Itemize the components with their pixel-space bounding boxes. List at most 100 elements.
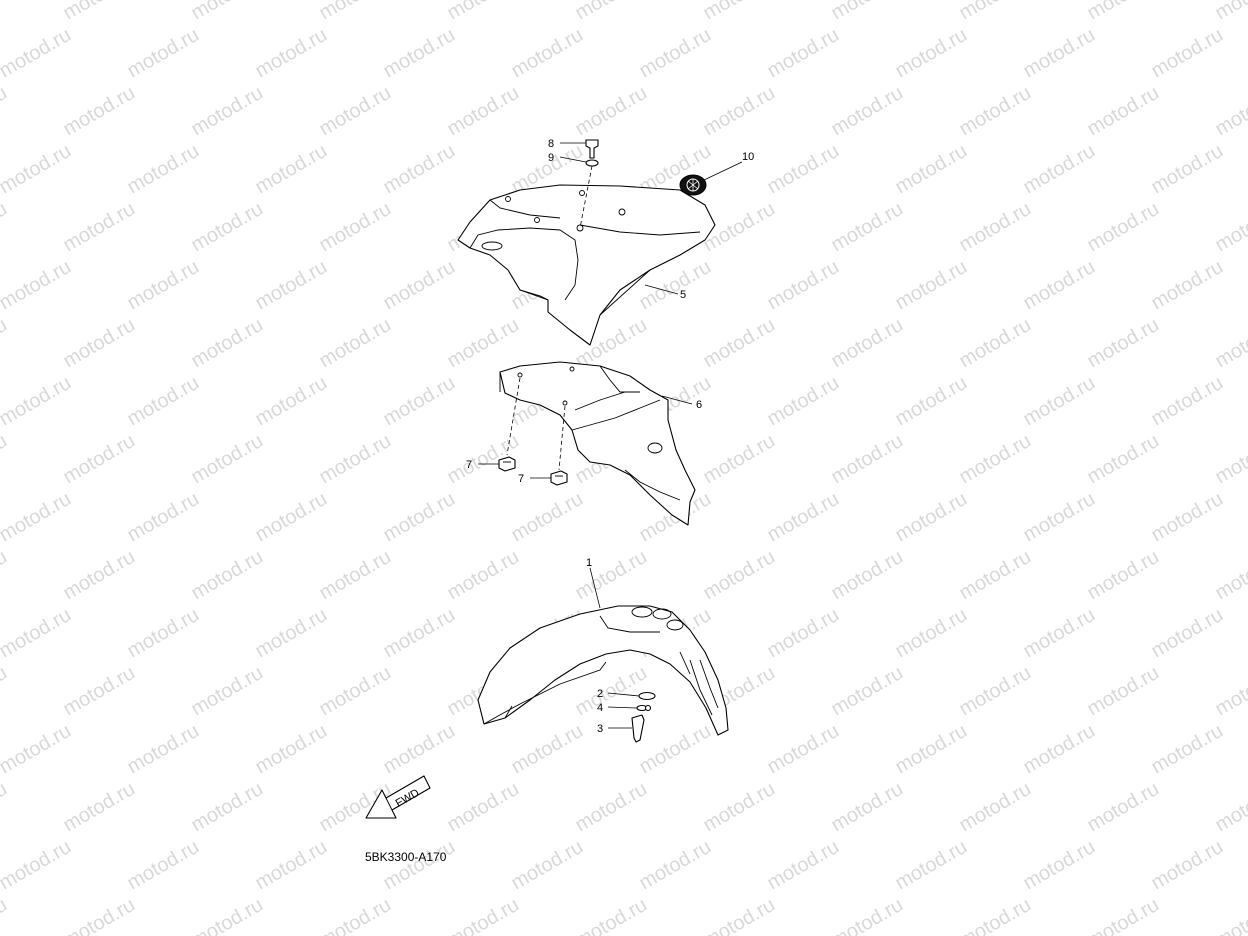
watermark-text: motod.ru [0,488,75,547]
watermark-text: motod.ru [828,546,907,605]
watermark-text: motod.ru [892,372,971,431]
watermark-text: motod.ru [956,662,1035,721]
watermark-text: motod.ru [1020,836,1099,895]
watermark-text: motod.ru [124,256,203,315]
emblem-10 [679,174,707,196]
watermark-text: motod.ru [1084,430,1163,489]
callout-8: 8 [548,138,554,150]
watermark-text: motod.ru [1084,82,1163,141]
watermark-text: motod.ru [1212,0,1248,24]
watermark-text: motod.ru [764,720,843,779]
watermark-text: motod.ru [636,836,715,895]
watermark-text: motod.ru [0,140,75,199]
callout-7b: 7 [518,473,524,485]
fwd-label: FWD [394,787,422,810]
watermark-text: motod.ru [444,314,523,373]
washer-9 [585,159,599,167]
watermark-text: motod.ru [828,894,907,936]
watermark-text: motod.ru [316,430,395,489]
leader-9 [559,156,587,163]
watermark-text: motod.ru [0,778,11,837]
nut-7b [550,470,568,486]
watermark-text: motod.ru [1020,604,1099,663]
watermark-text: motod.ru [60,894,139,936]
watermark-text: motod.ru [316,546,395,605]
watermark-text: motod.ru [892,604,971,663]
watermark-text: motod.ru [0,256,75,315]
callout-9: 9 [548,152,554,164]
callout-3: 3 [597,723,603,735]
watermark-text: motod.ru [764,256,843,315]
watermark-text: motod.ru [380,488,459,547]
watermark-text: motod.ru [316,82,395,141]
watermark-text: motod.ru [316,198,395,257]
fastener-axis-6a [506,377,521,456]
watermark-text: motod.ru [1084,546,1163,605]
watermark-text: motod.ru [60,546,139,605]
watermark-text: motod.ru [1212,894,1248,936]
watermark-text: motod.ru [508,720,587,779]
watermark-text: motod.ru [0,836,75,895]
watermark-text: motod.ru [892,836,971,895]
watermark-text: motod.ru [380,720,459,779]
watermark-text: motod.ru [252,836,331,895]
watermark-text: motod.ru [1084,894,1163,936]
watermark-text: motod.ru [124,604,203,663]
watermark-text: motod.ru [636,24,715,83]
watermark-text: motod.ru [188,82,267,141]
watermark-text: motod.ru [1148,720,1227,779]
watermark-text: motod.ru [572,546,651,605]
drawing-code: 5BK3300-A170 [365,850,447,864]
fastener-axis-6b [558,405,566,471]
watermark-text: motod.ru [380,140,459,199]
watermark-text: motod.ru [252,720,331,779]
watermark-text: motod.ru [316,894,395,936]
watermark-text: motod.ru [0,314,11,373]
watermark-text: motod.ru [380,604,459,663]
watermark-text: motod.ru [252,140,331,199]
watermark-text: motod.ru [1212,314,1248,373]
watermark-text: motod.ru [444,778,523,837]
watermark-text: motod.ru [0,82,11,141]
watermark-text: motod.ru [0,372,75,431]
watermark-text: motod.ru [828,0,907,24]
watermark-text: motod.ru [956,778,1035,837]
watermark-text: motod.ru [700,430,779,489]
callout-5: 5 [680,289,686,301]
callout-1: 1 [586,557,592,569]
watermark-text: motod.ru [1212,778,1248,837]
watermark-text: motod.ru [380,256,459,315]
nut-7a [498,456,516,472]
watermark-text: motod.ru [956,314,1035,373]
watermark-text: motod.ru [1020,24,1099,83]
watermark-text: motod.ru [124,488,203,547]
watermark-text: motod.ru [892,140,971,199]
watermark-text: motod.ru [0,546,11,605]
watermark-text: motod.ru [444,894,523,936]
watermark-text: motod.ru [1084,778,1163,837]
watermark-text: motod.ru [764,488,843,547]
watermark-text: motod.ru [1020,256,1099,315]
watermark-text: motod.ru [1212,662,1248,721]
watermark-text: motod.ru [0,198,11,257]
watermark-text: motod.ru [380,24,459,83]
watermark-text: motod.ru [956,430,1035,489]
watermark-text: motod.ru [956,0,1035,24]
watermark-text: motod.ru [252,604,331,663]
watermark-text: motod.ru [1148,24,1227,83]
watermark-text: motod.ru [1020,140,1099,199]
watermark-text: motod.ru [0,0,11,24]
watermark-text: motod.ru [60,0,139,24]
watermark-text: motod.ru [1212,546,1248,605]
watermark-text: motod.ru [0,430,11,489]
watermark-text: motod.ru [1020,488,1099,547]
watermark-text: motod.ru [636,720,715,779]
watermark-text: motod.ru [892,24,971,83]
watermark-text: motod.ru [188,546,267,605]
watermark-text: motod.ru [188,430,267,489]
watermark-text: motod.ru [828,430,907,489]
watermark-text: motod.ru [444,546,523,605]
watermark-text: motod.ru [1148,836,1227,895]
watermark-text: motod.ru [700,314,779,373]
